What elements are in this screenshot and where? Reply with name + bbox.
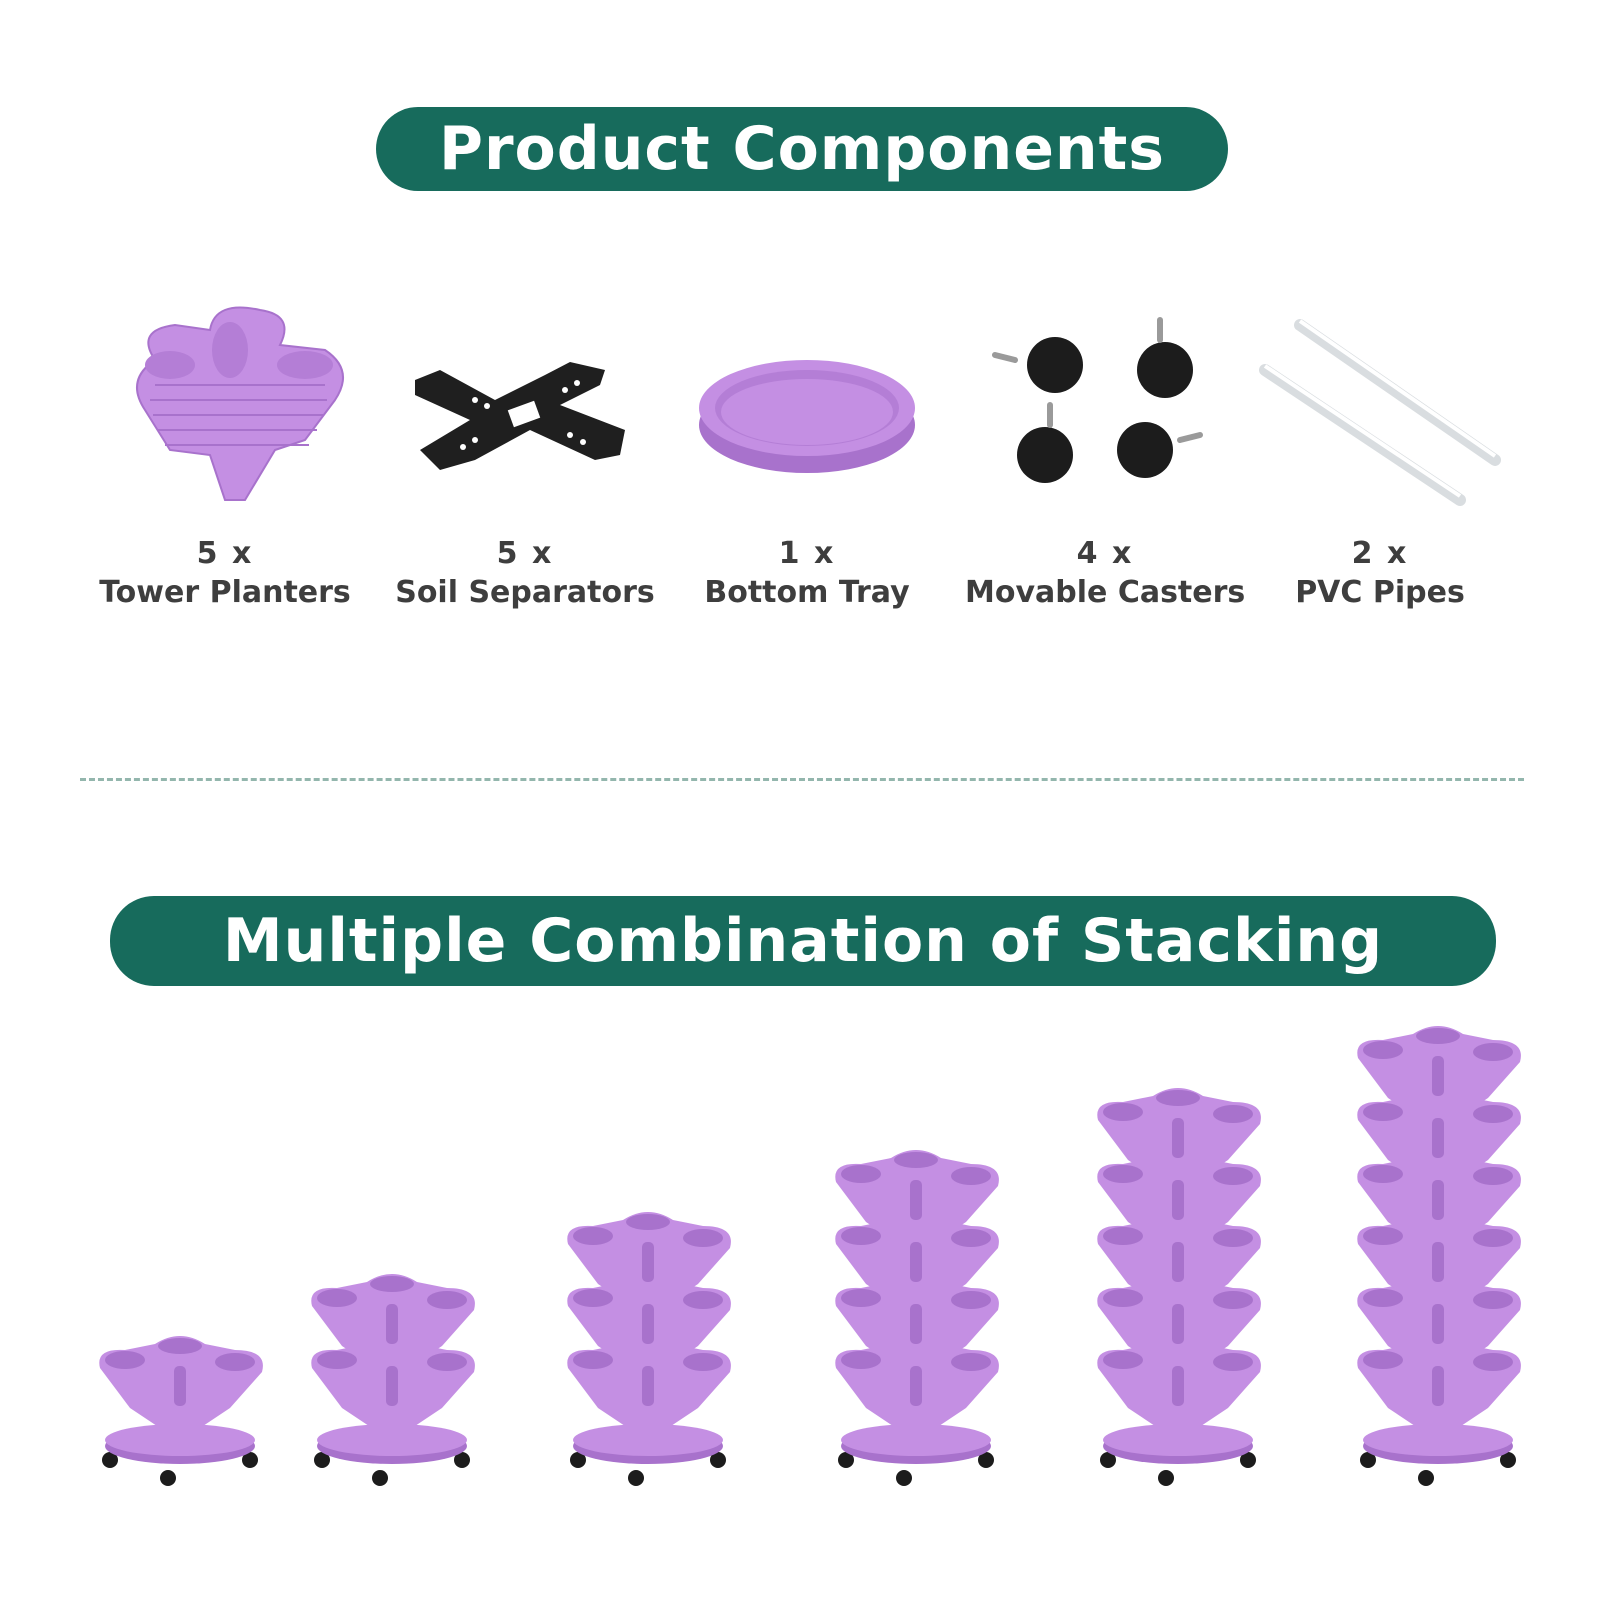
- planter-tier: [311, 1274, 475, 1366]
- section-divider: [80, 778, 1524, 781]
- product-components-banner: Product Components: [376, 107, 1228, 191]
- planter-tier: [567, 1274, 731, 1366]
- caster-wheel: [1418, 1470, 1434, 1486]
- stack-tower-2-tier: [311, 1274, 475, 1486]
- stacking-banner: Multiple Combination of Stacking: [110, 896, 1496, 986]
- caster-wheel: [160, 1470, 176, 1486]
- stack-tower-5-tier: [1097, 1088, 1261, 1486]
- component-soil-separators: 5 x Soil Separators: [385, 290, 665, 610]
- component-name: Bottom Tray: [704, 575, 910, 610]
- stacking-towers-illustration: [99, 1026, 1521, 1486]
- stacking-title: Multiple Combination of Stacking: [222, 906, 1384, 976]
- planter-tier: [1097, 1336, 1261, 1428]
- component-name: Tower Planters: [99, 575, 351, 610]
- bottom-tray-icon: [699, 360, 915, 473]
- caster-wheel: [896, 1470, 912, 1486]
- caster-wheel: [1360, 1452, 1376, 1468]
- tray-top: [1103, 1424, 1253, 1456]
- pvc-pipes-icon: [1259, 319, 1501, 506]
- caster-wheel: [978, 1452, 994, 1468]
- soil-separator-icon: [415, 362, 625, 470]
- component-bottom-tray: 1 x Bottom Tray: [667, 290, 947, 610]
- caster-wheel: [242, 1452, 258, 1468]
- component-qty: 4 x: [1076, 536, 1134, 571]
- tray-top: [573, 1424, 723, 1456]
- component-qty: 1 x: [778, 536, 836, 571]
- caster-wheel: [314, 1452, 330, 1468]
- planter-tier: [567, 1212, 731, 1304]
- component-name: PVC Pipes: [1295, 575, 1465, 610]
- component-qty: 5 x: [196, 536, 254, 571]
- product-components-title: Product Components: [438, 114, 1166, 184]
- stack-tower-3-tier: [567, 1212, 731, 1486]
- planter-tier: [99, 1336, 263, 1428]
- component-movable-casters: 4 x Movable Casters: [965, 290, 1245, 610]
- caster-wheel: [628, 1470, 644, 1486]
- planter-tier: [835, 1150, 999, 1242]
- tower-planter-icon: [136, 306, 344, 501]
- caster-wheel: [454, 1452, 470, 1468]
- caster-wheel: [1240, 1452, 1256, 1468]
- caster-wheel: [1500, 1452, 1516, 1468]
- planter-tier: [1097, 1150, 1261, 1242]
- component-qty: 5 x: [496, 536, 554, 571]
- caster-wheel: [838, 1452, 854, 1468]
- stack-tower-6-tier: [1357, 1026, 1521, 1486]
- planter-tier: [1097, 1088, 1261, 1180]
- tray-top: [841, 1424, 991, 1456]
- caster-wheel: [710, 1452, 726, 1468]
- caster-wheels-icon: [992, 317, 1203, 483]
- caster-wheel: [102, 1452, 118, 1468]
- component-name: Soil Separators: [395, 575, 655, 610]
- component-pvc-pipes: 2 x PVC Pipes: [1240, 290, 1520, 610]
- component-qty: 2 x: [1351, 536, 1409, 571]
- caster-wheel: [1100, 1452, 1116, 1468]
- stack-tower-4-tier: [835, 1150, 999, 1486]
- caster-wheel: [372, 1470, 388, 1486]
- tray-top: [317, 1424, 467, 1456]
- component-name: Movable Casters: [965, 575, 1246, 610]
- caster-wheel: [570, 1452, 586, 1468]
- caster-wheel: [1158, 1470, 1174, 1486]
- planter-tier: [1357, 1026, 1521, 1118]
- component-tower-planters: 5 x Tower Planters: [85, 290, 365, 610]
- tray-top: [105, 1424, 255, 1456]
- tray-top: [1363, 1424, 1513, 1456]
- stack-tower-1-tier: [99, 1336, 263, 1486]
